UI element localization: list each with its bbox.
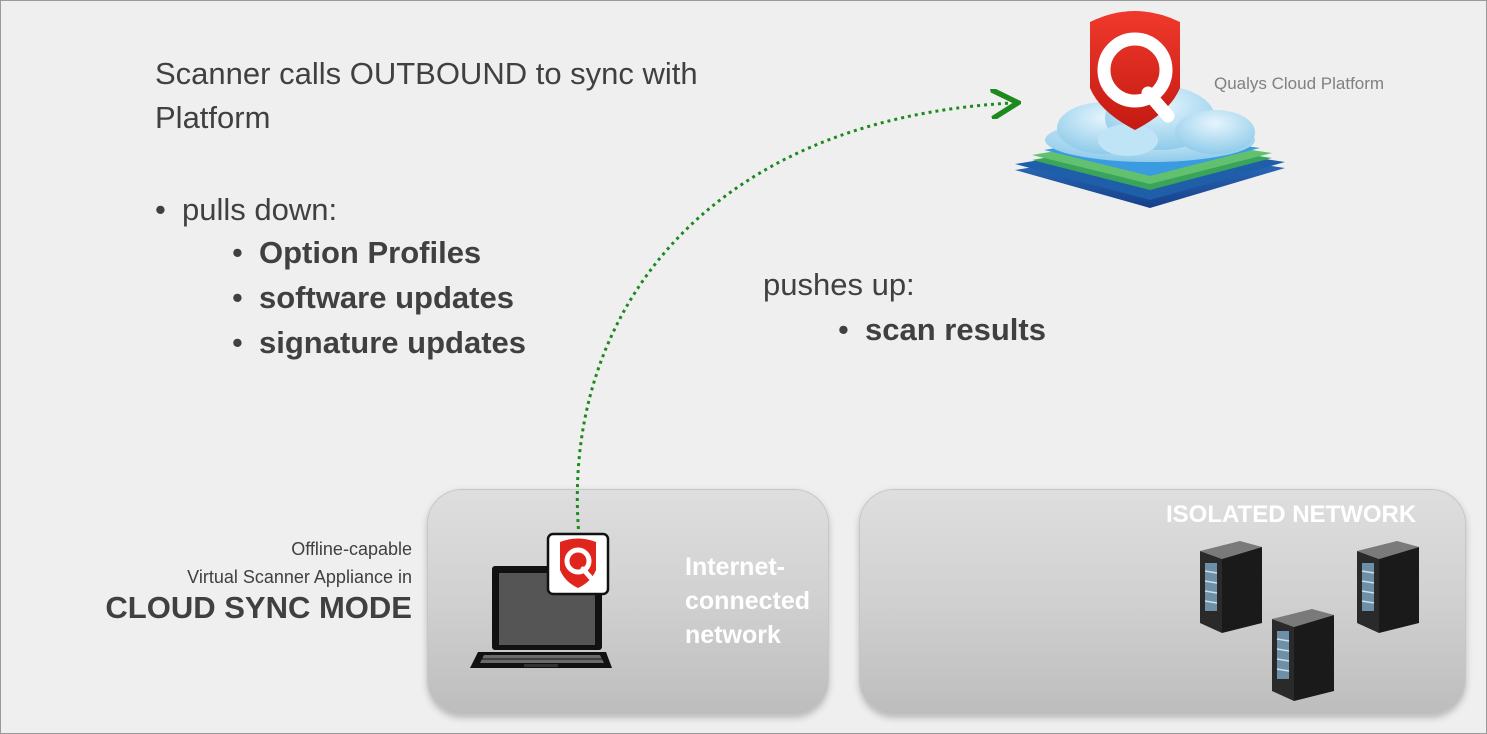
- bullet: •: [155, 192, 166, 227]
- list-item-text: scan results: [865, 312, 1046, 347]
- list-item: • software updates: [232, 275, 526, 320]
- list-item: • Option Profiles: [232, 230, 526, 275]
- bullet: •: [232, 235, 243, 270]
- laptop-icon: [470, 532, 612, 668]
- cloud-platform-icon: [1015, 11, 1285, 208]
- pushes-up-item: • scan results: [838, 308, 1046, 352]
- list-item-text: Option Profiles: [259, 235, 482, 270]
- server-icon: [1200, 541, 1262, 633]
- bullet: •: [232, 280, 243, 315]
- cloud-platform-label: Qualys Cloud Platform: [1214, 74, 1385, 93]
- internet-network-label: Internet- connected network: [685, 550, 810, 652]
- list-item-text: software updates: [259, 280, 514, 315]
- bullet: •: [232, 325, 243, 360]
- pulls-down-text: pulls down:: [182, 192, 338, 227]
- scanner-line: Virtual Scanner Appliance in: [187, 567, 412, 587]
- pulls-down-list: • Option Profiles • software updates • sign…: [232, 230, 526, 365]
- pulls-down-label: • pulls down:: [155, 188, 337, 232]
- list-item: • signature updates: [232, 320, 526, 365]
- label-line: Internet-: [685, 553, 785, 581]
- heading: Scanner calls OUTBOUND to sync with Plat…: [155, 56, 698, 135]
- scanner-mode: CLOUD SYNC MODE: [105, 590, 412, 625]
- bullet: •: [838, 312, 849, 347]
- label-line: connected: [685, 587, 811, 615]
- list-item-text: signature updates: [259, 325, 526, 360]
- scanner-description: Offline-capable Virtual Scanner Applianc…: [187, 535, 412, 591]
- isolated-network-label: ISOLATED NETWORK: [1166, 501, 1417, 528]
- label-line: network: [685, 621, 781, 649]
- pushes-up-label: pushes up:: [763, 267, 915, 302]
- server-icon: [1357, 541, 1419, 633]
- scanner-line: Offline-capable: [291, 539, 412, 559]
- server-icon: [1272, 609, 1334, 701]
